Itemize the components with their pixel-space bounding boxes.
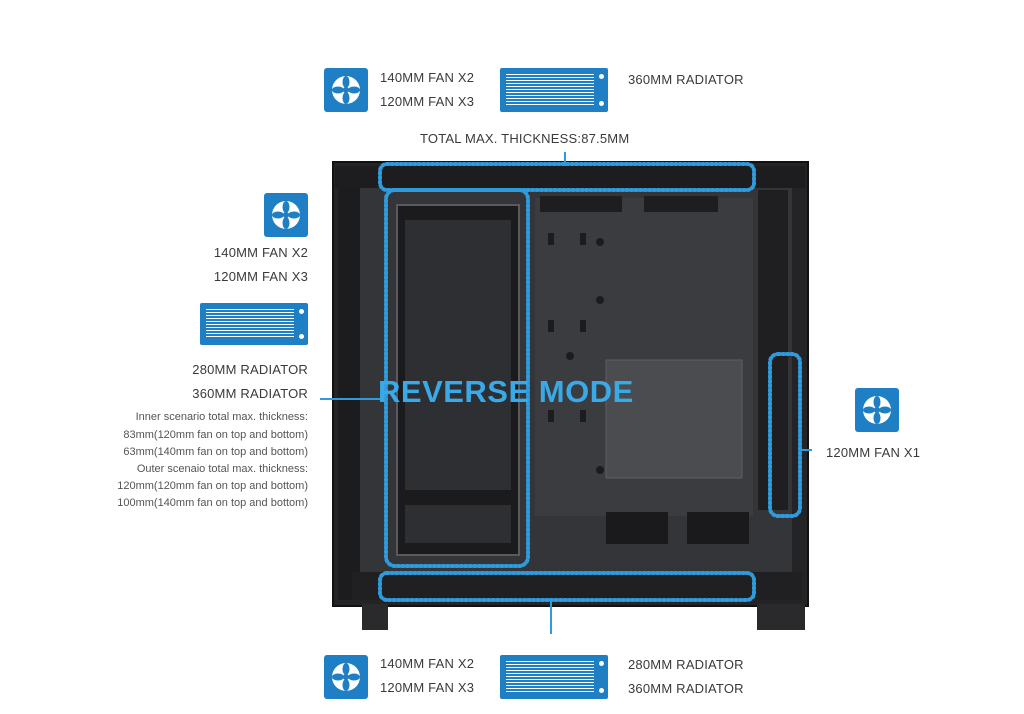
left-note-5: 120mm(120mm fan on top and bottom) [117, 480, 308, 492]
top-fan-label-1: 140MM FAN X2 [380, 70, 475, 85]
left-radiator-label-1: 280MM RADIATOR [192, 362, 308, 377]
bottom-fan-label-2: 120MM FAN X3 [380, 680, 475, 695]
radiator-icon [500, 655, 608, 699]
tray-cutout-2 [687, 512, 749, 544]
left-note-3: 63mm(140mm fan on top and bottom) [123, 446, 308, 458]
leader-lines [320, 152, 812, 634]
zone-front [384, 188, 530, 568]
mode-label: REVERSE MODE [378, 374, 634, 409]
right-fan-label: 120MM FAN X1 [826, 445, 921, 460]
fan-icon [264, 193, 308, 237]
case-bottom-strip [352, 572, 802, 600]
case-top-strip [335, 166, 805, 188]
mesh-fan-grille-lower [405, 505, 511, 543]
bottom-radiator-label-1: 280MM RADIATOR [628, 657, 744, 672]
zone-top [378, 162, 756, 192]
tray-mesh-panel [605, 359, 743, 479]
left-note-2: 83mm(120mm fan on top and bottom) [123, 429, 308, 441]
bottom-radiator-label-2: 360MM RADIATOR [628, 681, 744, 696]
left-fan-label-2: 120MM FAN X3 [213, 269, 308, 284]
case-foot-left [362, 604, 388, 630]
case-foot-right [757, 604, 805, 630]
top-thickness-label: TOTAL MAX. THICKNESS:87.5MM [420, 131, 630, 146]
radiator-icon [500, 68, 608, 112]
highlight-zones [378, 162, 802, 602]
mesh-fan-grille [405, 220, 511, 490]
left-note-1: Inner scenario total max. thickness: [135, 411, 308, 423]
zone-rear [768, 352, 802, 518]
tray-cutout-1 [606, 512, 668, 544]
top-bay-2 [644, 196, 718, 212]
radiator-icon [200, 303, 308, 345]
top-fan-label-2: 120MM FAN X3 [380, 94, 475, 109]
left-note-6: 100mm(140mm fan on top and bottom) [117, 497, 308, 509]
bottom-fan-label-1: 140MM FAN X2 [380, 656, 475, 671]
top-bay-1 [540, 196, 622, 212]
expansion-slots [758, 190, 788, 510]
fan-icon [324, 655, 368, 699]
left-note-4: Outer scenaio total max. thickness: [136, 463, 308, 475]
zone-bottom [378, 571, 756, 602]
fan-icon [855, 388, 899, 432]
top-radiator-label: 360MM RADIATOR [628, 72, 744, 87]
tray-holes [548, 233, 604, 474]
case-front-strip [338, 170, 360, 600]
fan-icon [324, 68, 368, 112]
left-radiator-label-2: 360MM RADIATOR [192, 386, 308, 401]
left-fan-label-1: 140MM FAN X2 [213, 245, 308, 260]
